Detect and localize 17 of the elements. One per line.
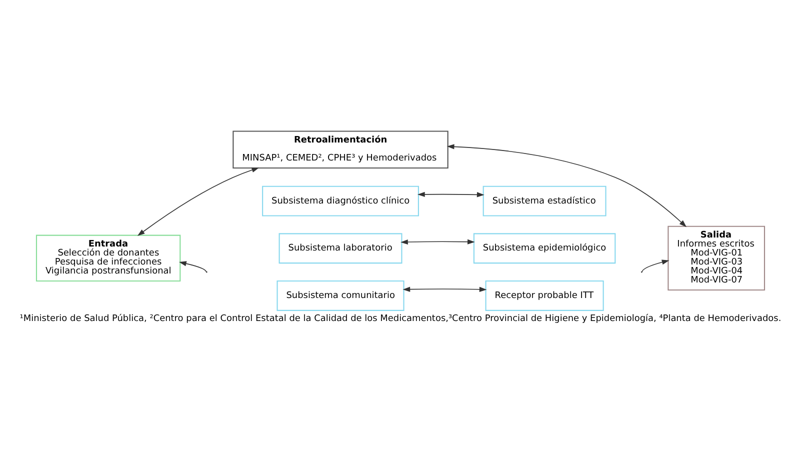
node-box: Subsistema estadístico [482,186,606,216]
node-box: Subsistema diagnóstico clínico [262,186,419,216]
arrow [400,239,475,245]
node-box: Salida Informes escritos Mod-VIG-01 Mod-VIG-03 Mod-VIG-04 Mod-VIG-07 [668,226,766,291]
arrow [642,260,670,272]
node-box: Subsistema comunitario [276,280,404,311]
caption: ¹Ministerio de Salud Pública, ²Centro para el Control Estatal de la Calidad de los Medicamentos,³Centro Provincial de Higiene y Epidemiología, ⁴Planta de Hemoderivados. [20,314,782,324]
arrow [417,192,484,198]
node-box: Subsistema laboratorio [278,233,402,264]
arrow [446,144,687,228]
arrow [402,286,487,292]
node-box: Entrada Selección de donantes Pesquisa de infecciones Vigilancia postransfunsional [36,234,181,282]
node-box: Retroalimentación MINSAP¹, CEMED², CPHE³ y Hemoderivados [232,130,448,169]
node-box: Receptor probable ITT [485,280,604,311]
arrow [179,261,207,272]
arrow [137,168,260,236]
node-box: Subsistema epidemiológico [473,233,616,264]
